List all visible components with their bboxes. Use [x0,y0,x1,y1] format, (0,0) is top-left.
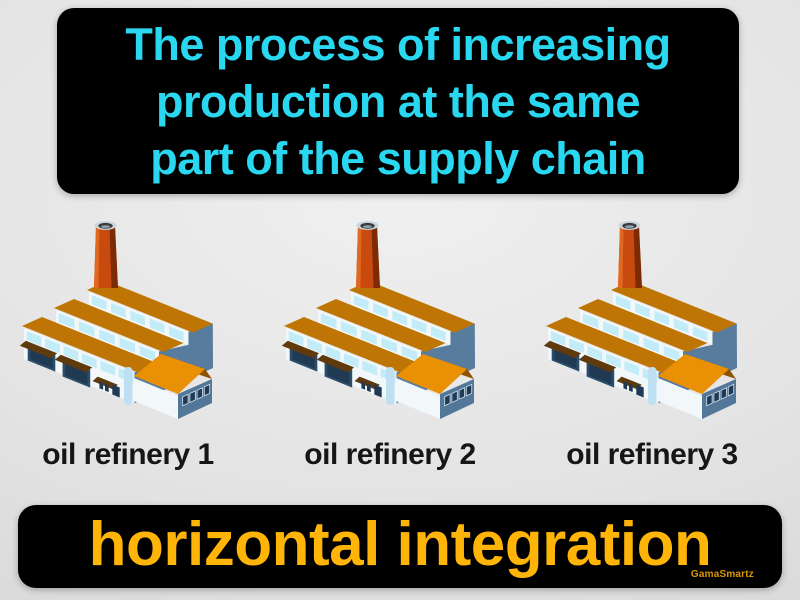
term-box: horizontal integration [18,505,782,588]
refinery-label-1: oil refinery 1 [42,438,214,471]
refinery-label-2: oil refinery 2 [304,438,476,471]
term-text: horizontal integration [88,510,712,579]
definition-box: The process of increasing production at … [57,8,739,194]
refinery-label-3: oil refinery 3 [566,438,738,471]
definition-line-3: part of the supply chain [150,132,646,184]
oil-refinery-icon [270,212,510,432]
definition-line-2: production at the same [155,75,641,127]
oil-refinery-icon [532,212,772,432]
oil-refinery-icon [8,212,248,432]
definition-line-1: The process of increasing [125,18,671,70]
watermark: GamaSmartz [690,569,754,580]
